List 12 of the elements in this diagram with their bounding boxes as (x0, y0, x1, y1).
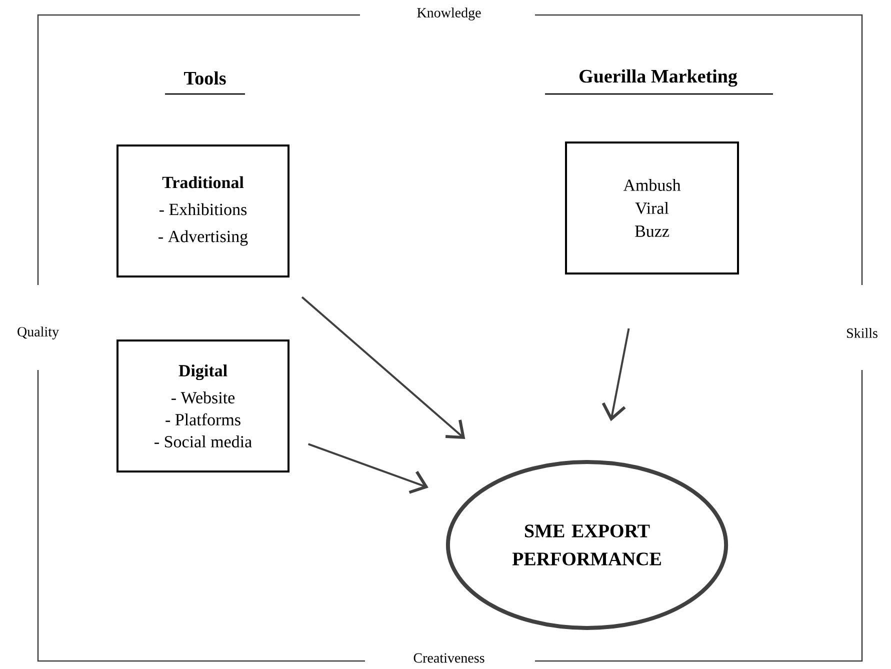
arrow (602, 328, 630, 422)
heading: Guerilla Marketing (580, 69, 738, 87)
tool-box: Traditional - Exhibitions - Advertising (116, 144, 290, 278)
arrow (308, 443, 428, 494)
arrow (301, 296, 466, 440)
frame-label: Skills (844, 326, 880, 340)
frame-label: Knowledge (414, 6, 484, 22)
frame-label: Creativeness (411, 651, 487, 665)
tool-box: Digital - Website - Platforms - Social media (116, 340, 290, 472)
tool-box: Ambush Viral Buzz (565, 142, 739, 274)
frame-label: Quality (15, 324, 61, 342)
heading: Tools (184, 71, 226, 85)
